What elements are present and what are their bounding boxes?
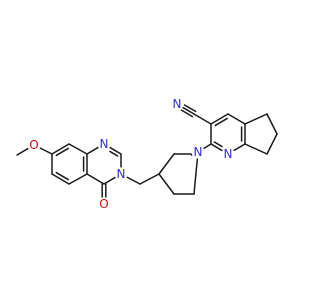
- atom-label-background: [114, 167, 128, 181]
- bond-OMe-q7: [39, 147, 53, 155]
- bond-c5-yC3a: [244, 113, 268, 125]
- carbonyl-oxygen-label: O: [97, 197, 111, 211]
- bond-q6-q5: [51, 173, 70, 185]
- bond-q6-q5-inner: [55, 171, 69, 181]
- molecule-structure-diagram: O N N O N N N: [16, 97, 278, 211]
- nitrile-nitrogen-label-text: N: [173, 97, 182, 111]
- atom-label-background: [170, 97, 184, 111]
- atom-label-layer: O N N O N N N: [27, 97, 235, 211]
- bond-yC3-CNc: [193, 113, 212, 125]
- bond-q8-q7-inner: [55, 147, 69, 157]
- bond-pC4-pC3: [158, 153, 175, 175]
- atom-label-background: [97, 197, 111, 211]
- bond-qN3-qC4: [103, 176, 116, 185]
- bond-yC2-yN1-inner: [213, 141, 223, 148]
- bond-q8-q7: [51, 143, 70, 155]
- bond-qN1-qC2-inner: [109, 150, 119, 157]
- atom-label-background: [221, 147, 235, 161]
- atom-label-background: [27, 138, 41, 152]
- bond-yC3a-yC4: [227, 113, 246, 125]
- bond-pN1-yC2: [203, 143, 212, 150]
- nitrile-nitrogen-label: N: [170, 97, 184, 111]
- pyridine-nitrogen-label-text: N: [224, 147, 233, 161]
- bond-q5-q4a: [68, 173, 88, 185]
- bond-c7-c6: [266, 133, 278, 155]
- bond-CNc-CNn-outer-0: [183, 104, 197, 113]
- bond-q8a-q8: [68, 143, 88, 155]
- quinazoline-n1-label: N: [97, 137, 111, 151]
- bond-c6-c5: [266, 113, 278, 135]
- pyridine-nitrogen-label: N: [221, 147, 235, 161]
- bond-pN1-pC6: [193, 158, 199, 195]
- bond-yC7a-c7: [244, 143, 268, 155]
- bond-CNc-CNn: [182, 106, 195, 115]
- piperidine-nitrogen-label-text: N: [194, 145, 203, 159]
- bond-CNc-CNn-outer-1: [180, 109, 194, 118]
- quinazoline-n3-label-text: N: [117, 167, 126, 181]
- methoxy-oxygen-label-text: O: [29, 138, 38, 152]
- bond-yC4-yC3-inner: [214, 117, 228, 127]
- bond-yC4-yC3: [210, 113, 229, 125]
- bond-yN1-yC7a: [233, 143, 246, 152]
- piperidine-nitrogen-label: N: [191, 145, 205, 159]
- atom-label-background: [97, 137, 111, 151]
- methoxy-oxygen-label: O: [27, 138, 41, 152]
- carbonyl-oxygen-label-text: O: [99, 197, 108, 211]
- bond-q8a-qN1: [86, 146, 99, 155]
- bond-qC4-q4a: [86, 173, 105, 185]
- bond-layer: [16, 104, 278, 198]
- bond-qN1-qC2: [109, 146, 122, 155]
- quinazoline-n1-label-text: N: [100, 137, 109, 151]
- quinazoline-n3-label: N: [114, 167, 128, 181]
- atom-label-background: [191, 145, 205, 159]
- bond-yC2-yN1: [210, 143, 223, 152]
- bond-CH2-pC4: [139, 173, 160, 185]
- bond-CH3-OMe: [16, 147, 29, 156]
- bond-qN3-CH2: [126, 176, 141, 185]
- bond-pC5-pC4: [158, 173, 175, 195]
